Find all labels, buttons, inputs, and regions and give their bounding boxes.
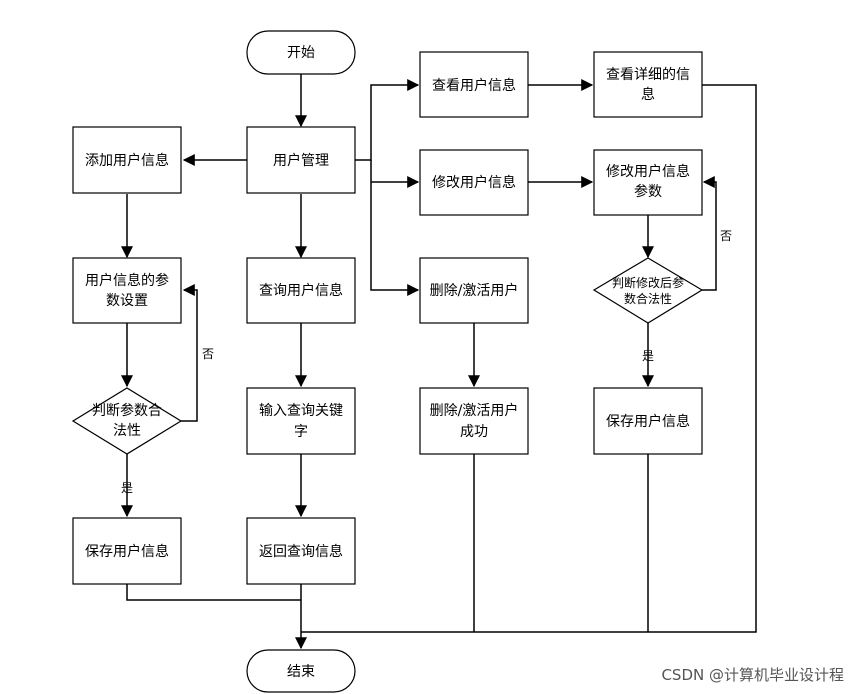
edge-user-mgmt-to-view bbox=[355, 79, 420, 161]
check-modified-node: 判断修改后参 数合法性 bbox=[592, 257, 704, 324]
view-detail-node: 查看详细的信 息 bbox=[593, 51, 703, 118]
modify-params-node: 修改用户信息 参数 bbox=[593, 149, 703, 216]
param-setting-line1: 用户信息的参 bbox=[85, 272, 169, 289]
input-keyword-line1: 输入查询关键 bbox=[259, 403, 343, 419]
query-user-label: 查询用户信息 bbox=[259, 282, 343, 299]
input-keyword-node: 输入查询关键 字 bbox=[246, 387, 356, 455]
start-label: 开始 bbox=[287, 45, 315, 61]
view-user-label: 查看用户信息 bbox=[432, 77, 516, 94]
modify-user-label: 修改用户信息 bbox=[432, 174, 516, 191]
query-user-node: 查询用户信息 bbox=[246, 257, 356, 324]
edge-save-left-to-end bbox=[126, 584, 301, 601]
label-left-no: 否 bbox=[202, 347, 214, 361]
add-user-label: 添加用户信息 bbox=[85, 152, 169, 169]
delete-success-line2: 成功 bbox=[460, 424, 488, 440]
label-right-no: 否 bbox=[720, 229, 732, 243]
modify-params-line1: 修改用户信息 bbox=[606, 163, 690, 180]
modify-params-line2: 参数 bbox=[634, 183, 662, 200]
return-query-label: 返回查询信息 bbox=[259, 543, 343, 560]
save-left-node: 保存用户信息 bbox=[72, 517, 182, 585]
delete-success-node: 删除/激活用户 成功 bbox=[419, 387, 529, 455]
edge-check2-no bbox=[702, 176, 717, 291]
user-mgmt-label: 用户管理 bbox=[273, 152, 329, 169]
label-left-yes: 是 bbox=[121, 481, 133, 495]
add-user-node: 添加用户信息 bbox=[72, 126, 182, 194]
param-setting-line2: 数设置 bbox=[106, 293, 148, 309]
check-param-line2: 法性 bbox=[113, 423, 141, 439]
start-node: 开始 bbox=[246, 30, 356, 75]
edge-detail-to-end bbox=[301, 84, 757, 633]
edge-user-mgmt-to-delete bbox=[370, 160, 420, 296]
save-right-label: 保存用户信息 bbox=[606, 413, 690, 430]
check-param-node: 判断参数合 法性 bbox=[71, 387, 183, 455]
delete-success-line1: 删除/激活用户 bbox=[430, 402, 519, 419]
label-right-yes: 是 bbox=[642, 349, 654, 363]
modify-user-node: 修改用户信息 bbox=[419, 149, 529, 216]
edge-labels: 否 是 否 是 bbox=[121, 229, 732, 495]
view-detail-line1: 查看详细的信 bbox=[606, 67, 690, 83]
param-setting-node: 用户信息的参 数设置 bbox=[72, 257, 182, 324]
watermark-text: CSDN @计算机毕业设计程 bbox=[661, 666, 844, 684]
end-label: 结束 bbox=[287, 664, 315, 680]
save-right-node: 保存用户信息 bbox=[593, 387, 703, 455]
delete-activate-label: 删除/激活用户 bbox=[430, 282, 519, 299]
user-mgmt-node: 用户管理 bbox=[246, 126, 356, 194]
check-modified-line1: 判断修改后参 bbox=[612, 275, 684, 290]
view-user-node: 查看用户信息 bbox=[419, 51, 529, 118]
check-modified-line2: 数合法性 bbox=[624, 291, 672, 306]
return-query-node: 返回查询信息 bbox=[246, 517, 356, 585]
connectors bbox=[121, 74, 757, 650]
input-keyword-line2: 字 bbox=[294, 424, 308, 440]
view-detail-line2: 息 bbox=[641, 86, 655, 103]
save-left-label: 保存用户信息 bbox=[85, 543, 169, 560]
edge-check-no bbox=[181, 284, 198, 422]
end-node: 结束 bbox=[246, 649, 356, 693]
delete-activate-node: 删除/激活用户 bbox=[419, 257, 529, 324]
check-param-line1: 判断参数合 bbox=[92, 402, 162, 419]
